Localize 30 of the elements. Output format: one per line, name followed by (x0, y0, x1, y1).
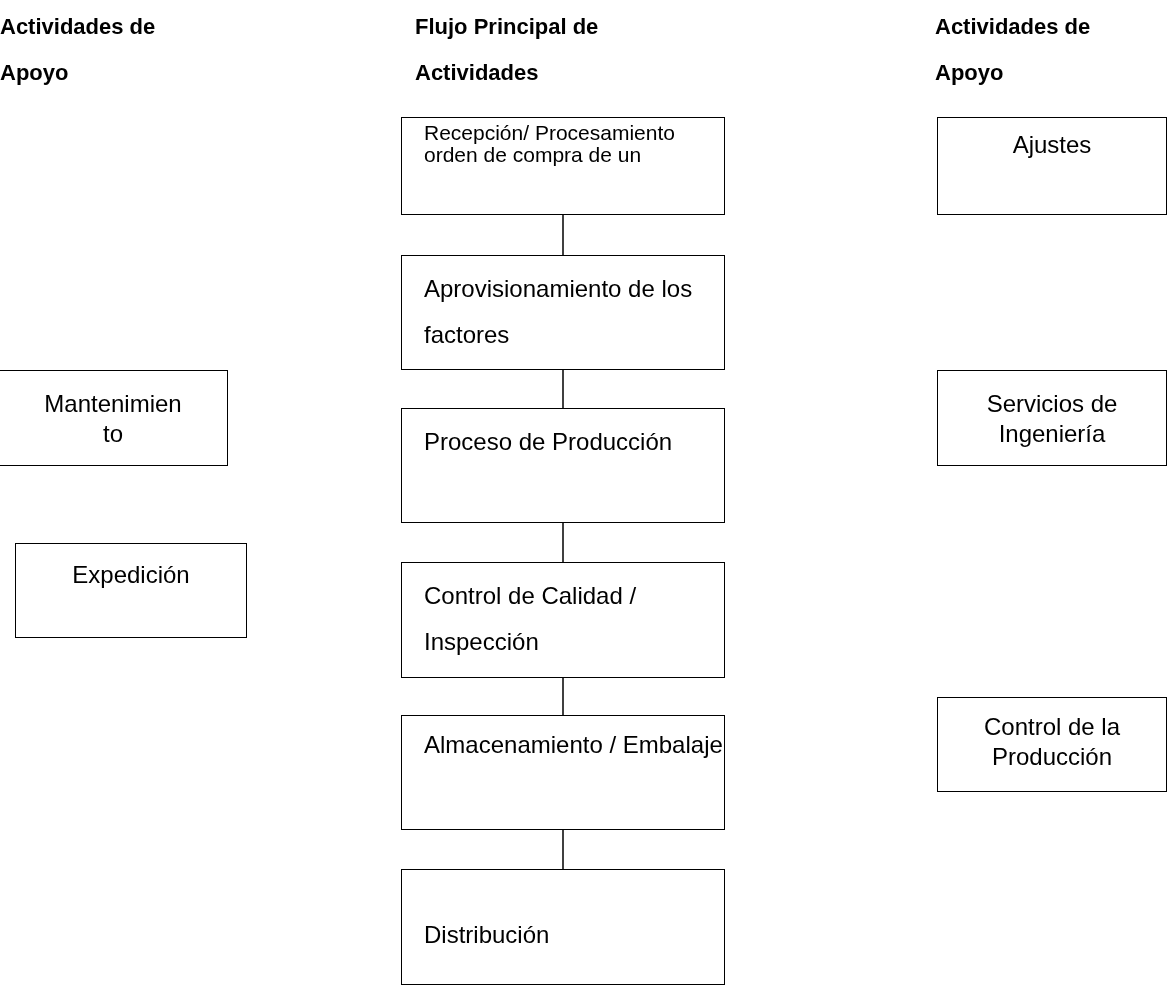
box-text: Control de Calidad / Inspección (424, 581, 638, 657)
process-box (937, 117, 1167, 215)
process-box (401, 255, 725, 370)
process-box (401, 562, 725, 678)
box-text: Distribución (424, 920, 551, 950)
process-box (401, 715, 725, 830)
connector-line (562, 522, 564, 563)
box-text: Expedición (71, 560, 191, 590)
column-heading: Actividades de Apoyo (0, 13, 157, 87)
process-box (401, 869, 725, 985)
box-text: Ajustes (1011, 130, 1093, 160)
process-box (937, 370, 1167, 466)
connector-line (562, 677, 564, 716)
process-box (15, 543, 247, 638)
process-box (0, 370, 228, 466)
connector-line (562, 369, 564, 409)
process-box (401, 408, 725, 523)
process-box (401, 117, 725, 215)
box-text: Recepción/ Procesamiento orden de compra de un (424, 122, 676, 166)
box-text: Proceso de Producción (424, 427, 674, 457)
connector-line (562, 829, 564, 870)
box-text: Servicios de Ingeniería (985, 389, 1119, 449)
box-text: Mantenimien to (43, 389, 183, 449)
process-box (937, 697, 1167, 792)
column-heading: Actividades de Apoyo (935, 13, 1092, 87)
box-text: Control de la Producción (982, 712, 1122, 772)
column-heading: Flujo Principal de Actividades (415, 13, 600, 87)
box-text: Aprovisionamiento de los factores (424, 274, 694, 350)
box-text: Almacenamiento / Embalaje (424, 730, 724, 760)
connector-line (562, 214, 564, 256)
